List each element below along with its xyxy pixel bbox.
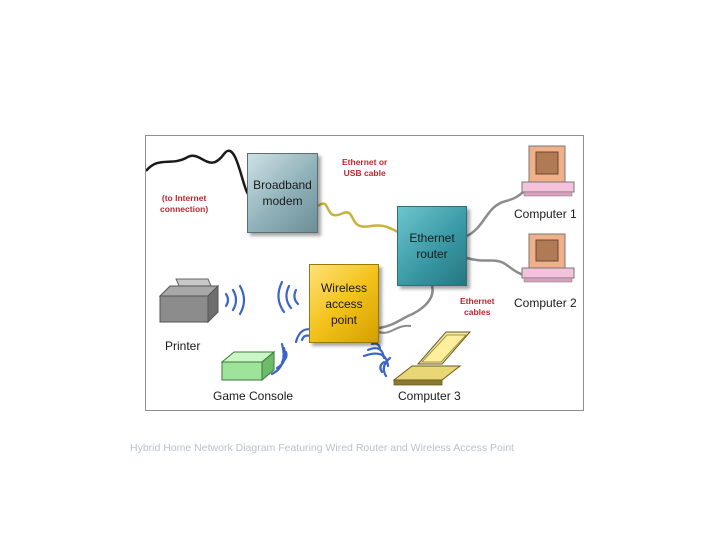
internet-cable	[146, 149, 250, 195]
game-console-icon	[220, 350, 276, 382]
computer-2-label: Computer 2	[514, 296, 577, 310]
printer-label: Printer	[165, 339, 201, 353]
computer-1-icon	[521, 145, 575, 197]
network-diagram: Broadband modem Ethernet router Wireless…	[145, 135, 584, 411]
broadband-modem: Broadband modem	[247, 153, 318, 233]
modem-label: Broadband modem	[253, 178, 312, 208]
laptop-icon	[392, 331, 472, 386]
cable-ap-laptop	[378, 324, 412, 334]
router-label: Ethernet router	[409, 231, 455, 261]
ethernet-router: Ethernet router	[397, 206, 467, 286]
wireless-waves	[224, 280, 392, 378]
cable-router-ap	[378, 285, 434, 330]
cable-router-computer2	[466, 256, 527, 278]
cable-router-computer1	[466, 188, 527, 238]
diagram-caption: Hybrid Home Network Diagram Featuring Wi…	[130, 442, 514, 454]
printer-icon	[158, 278, 220, 324]
computer-3-label: Computer 3	[398, 389, 461, 403]
computer-2-icon	[521, 233, 575, 283]
ethernet-usb-note: Ethernet or USB cable	[342, 157, 388, 178]
internet-note: (to Internet connection)	[160, 193, 209, 214]
computer-1-label: Computer 1	[514, 207, 577, 221]
access-point-label: Wireless access point	[320, 280, 367, 327]
usb-cable	[317, 202, 399, 234]
game-console-label: Game Console	[213, 389, 294, 403]
wireless-access-point: Wireless access point	[309, 264, 379, 343]
diagram-drawing	[146, 145, 575, 386]
ethernet-cables-note: Ethernet cables	[460, 296, 495, 317]
